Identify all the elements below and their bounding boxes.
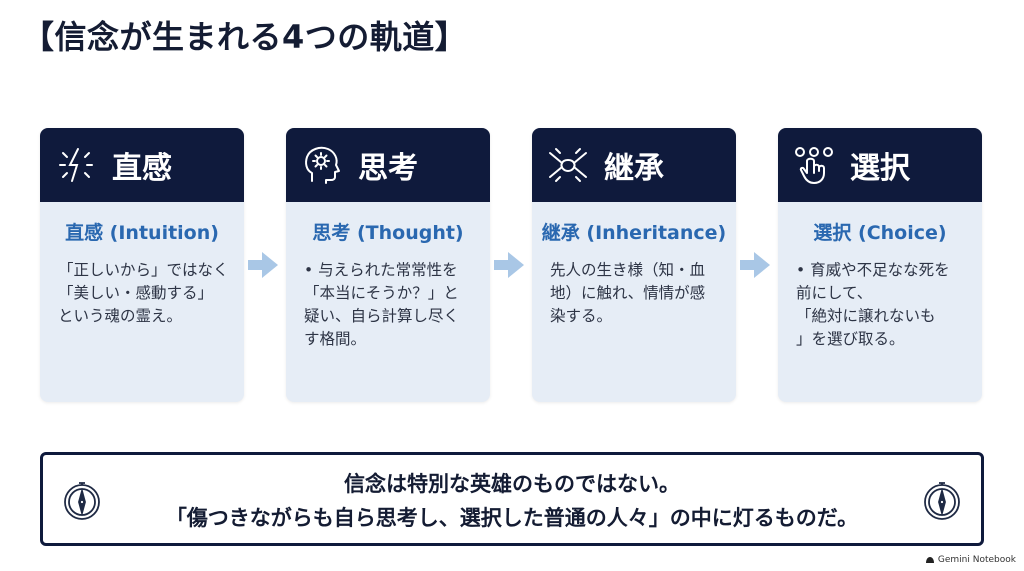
banner-line: 信念は特別な英雄のものではない。: [344, 472, 680, 496]
card-line: 先人の生き様（知・血: [550, 261, 706, 279]
banner-line: 「傷つきながらも自ら思考し、選択した普通の人々」の中に灯るものだ。: [165, 506, 859, 530]
card-header: 思考: [286, 128, 490, 202]
card-header: 継承: [532, 128, 736, 202]
card-heading: 継承: [604, 151, 664, 186]
card-subtitle: 継承 (Inheritance): [541, 222, 727, 244]
footer-label: Gemini Notebook: [937, 555, 1016, 565]
arrow-right-icon: [740, 252, 770, 278]
card-line: 「美しい・感動する」: [58, 284, 214, 302]
card-line: 「本当にそうか？」と: [304, 284, 459, 302]
card-line: 「正しいから」ではなく: [58, 261, 229, 279]
card-subtitle: 思考 (Thought): [312, 222, 464, 244]
card-body: 「正しいから」ではなく 「美しい・感動する」 という魂の霊え。: [58, 259, 230, 328]
card-choice: 選択 選択 (Choice) • 育威や不足なな死を 前にして、 「絶対に譲れな…: [778, 128, 982, 402]
card-line: • 与えられた常常性を: [304, 261, 458, 279]
card-line: • 育威や不足なな死を: [796, 261, 950, 279]
card-line: 染する。: [550, 307, 613, 325]
hand-choice-icon: [795, 147, 833, 184]
card-body: • 与えられた常常性を 「本当にそうか？」と 疑い、自ら計算し尽く す格間。: [304, 259, 476, 351]
card-inheritance: 継承 継承 (Inheritance) 先人の生き様（知・血 地）に触れ、情情が…: [532, 128, 736, 402]
arrow-right-icon: [248, 252, 278, 278]
card-line: という魂の霊え。: [58, 307, 183, 325]
card-subtitle: 直感 (Intuition): [65, 222, 219, 244]
arrow-right-icon: [494, 252, 524, 278]
card-heading: 思考: [358, 151, 418, 186]
card-line: 疑い、自ら計算し尽く: [304, 307, 460, 325]
card-line: す格間。: [304, 330, 367, 348]
page-title: 【信念が生まれる4つの軌道】: [22, 18, 468, 56]
joined-hands-icon: [549, 148, 587, 182]
card-body: 先人の生き様（知・血 地）に触れ、情情が感 染する。: [550, 259, 722, 328]
head-gear-icon: [305, 146, 340, 184]
compass-icon: [924, 482, 960, 520]
conclusion-banner: 信念は特別な英雄のものではない。 「傷つきながらも自ら思考し、選択した普通の人々…: [40, 452, 984, 546]
card-subtitle: 選択 (Choice): [813, 222, 947, 244]
card-intuition: 直感 直感 (Intuition) 「正しいから」ではなく 「美しい・感動する」…: [40, 128, 244, 402]
card-header: 直感: [40, 128, 244, 202]
card-line: 前にして、: [796, 284, 873, 302]
card-heading: 選択: [850, 151, 910, 186]
card-line: 地）に触れ、情情が感: [550, 284, 706, 302]
card-header: 選択: [778, 128, 982, 202]
compass-icon: [64, 482, 100, 520]
card-line: 「絶対に譲れないも: [796, 307, 936, 325]
card-line: 」を選び取る。: [796, 330, 905, 348]
lightning-burst-icon: [59, 148, 93, 182]
footer-brand: Gemini Notebook: [925, 555, 1016, 565]
card-thought: 思考 思考 (Thought) • 与えられた常常性を 「本当にそうか？」と 疑…: [286, 128, 490, 402]
card-heading: 直感: [112, 151, 172, 186]
banner-text: 信念は特別な英雄のものではない。 「傷つきながらも自ら思考し、選択した普通の人々…: [133, 467, 891, 535]
card-body: • 育威や不足なな死を 前にして、 「絶対に譲れないも 」を選び取る。: [796, 259, 968, 351]
notebook-logo-icon: [925, 557, 934, 563]
